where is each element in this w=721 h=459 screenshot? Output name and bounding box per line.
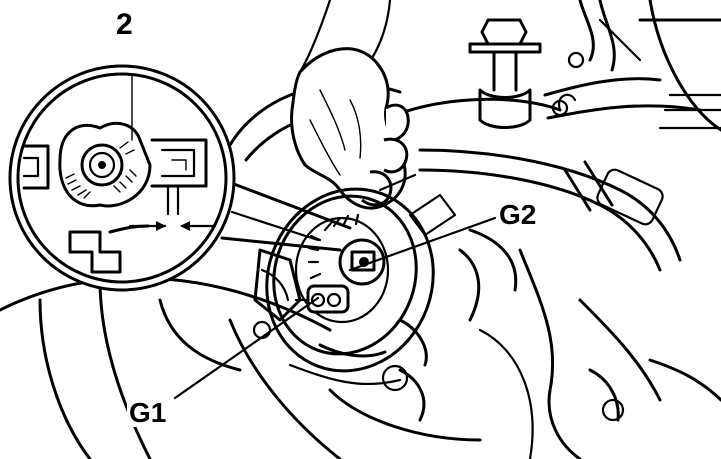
g1-callout-label: G1 [127,397,169,428]
g2-leader-line [348,216,497,272]
g1-leader-line [173,296,320,400]
detail-rotor [58,121,152,208]
g2-callout-label: G2 [497,199,539,230]
detail-left-bracket [22,144,50,190]
step-number: 2 [116,8,133,41]
detail-pickup-bracket [150,138,208,216]
magnifier-callout [8,64,352,292]
distributor-body [253,173,457,373]
hand-drawing [290,0,410,210]
leader-lines [173,216,497,400]
air-gap-arrows [128,221,217,231]
